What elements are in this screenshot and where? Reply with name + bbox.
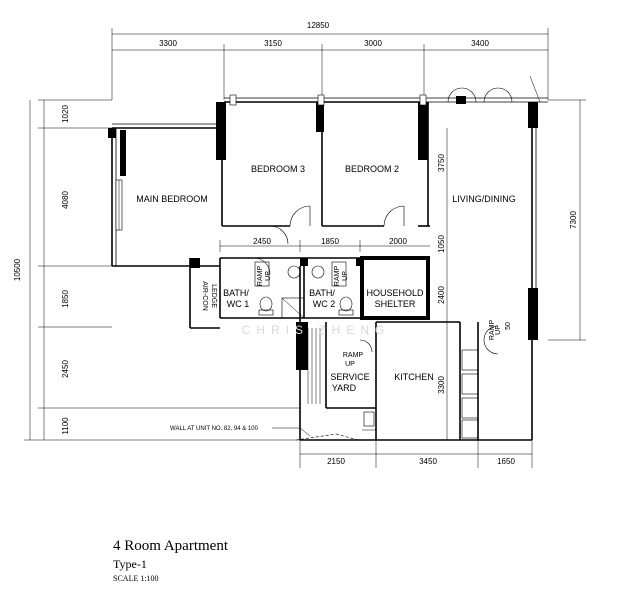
floor-plan: 12850 3300 3150 3000 3400 10500 1020 408…: [13, 21, 586, 468]
dim-top-total: 12850: [307, 21, 330, 30]
ramp2-up: UP: [342, 271, 349, 281]
right-dimensions: 7300: [548, 99, 586, 341]
service-yard-hatch: [295, 328, 359, 441]
dim-inner-h1: 3750: [437, 154, 446, 172]
dim-inner-h3: 2400: [437, 286, 446, 304]
wall-note: WALL AT UNIT NO. 82, 94 & 100: [170, 426, 259, 432]
inner-dimensions: 2450 1850 2000 3750 1050 2400 3300: [219, 128, 448, 440]
room-labels: MAIN BEDROOM BEDROOM 3 BEDROOM 2 LIVING/…: [136, 164, 516, 393]
ramp4-dim: 50: [505, 322, 512, 330]
watermark: CHRIS ZHENG: [242, 323, 391, 337]
bottom-dimensions: 2150 3450 1650: [299, 440, 533, 468]
dim-inner-3: 2000: [389, 237, 407, 246]
plan-title: 4 Room Apartment: [113, 538, 228, 554]
label-service-line1: SERVICE: [330, 372, 369, 382]
dim-inner-h4: 3300: [437, 376, 446, 394]
dim-bottom-2: 3450: [419, 457, 437, 466]
plan-type: Type-1: [113, 557, 147, 571]
ramp3-label: RAMP: [343, 352, 364, 359]
label-aircon-line2: LEDGE: [210, 284, 217, 308]
label-bedroom-2: BEDROOM 2: [345, 164, 399, 174]
label-bath2-line1: BATH/: [309, 288, 335, 298]
label-main-bedroom: MAIN BEDROOM: [136, 194, 208, 204]
title-block: 4 Room Apartment Type-1 SCALE 1:100: [113, 537, 413, 584]
dim-top-4: 3400: [471, 39, 489, 48]
label-kitchen: KITCHEN: [394, 372, 434, 382]
label-living-dining: LIVING/DINING: [452, 194, 516, 204]
ramp-labels: RAMP UP RAMP UP RAMP UP RAMP UP 50: [257, 266, 512, 368]
label-shelter-line1: HOUSEHOLD: [366, 288, 424, 298]
dim-left-3: 1850: [61, 290, 70, 308]
ramp4-label: RAMP: [489, 320, 496, 341]
dim-left-total: 10500: [13, 258, 22, 281]
wall-note-pointer: [272, 427, 311, 437]
label-aircon-line1: AIR-CON: [201, 281, 208, 311]
ramp2-label: RAMP: [334, 266, 341, 287]
ramp3-up: UP: [345, 361, 355, 368]
ramp1-up: UP: [265, 271, 272, 281]
kitchen-counters: [362, 349, 479, 439]
dim-left-2: 4080: [61, 191, 70, 209]
plan-scale: SCALE 1:100: [113, 574, 159, 583]
label-shelter-line2: SHELTER: [375, 299, 416, 309]
windows: [115, 94, 427, 231]
dim-top-3: 3000: [364, 39, 382, 48]
interior-doors: [253, 205, 499, 355]
dim-bottom-3: 1650: [497, 457, 515, 466]
dim-top-1: 3300: [159, 39, 177, 48]
balcony-sliding-doors: [447, 75, 541, 103]
structural-columns: [108, 96, 538, 370]
dim-inner-2: 1850: [321, 237, 339, 246]
label-bath2-line2: WC 2: [313, 299, 336, 309]
dim-top-2: 3150: [264, 39, 282, 48]
top-dimensions: 12850 3300 3150 3000 3400: [111, 21, 549, 100]
label-bath1-line2: WC 1: [227, 299, 250, 309]
dim-left-5: 1100: [61, 417, 70, 435]
dim-inner-h2: 1050: [437, 235, 446, 253]
dim-right-total: 7300: [569, 211, 578, 229]
label-bedroom-3: BEDROOM 3: [251, 164, 305, 174]
exterior-walls: [111, 97, 548, 441]
dim-left-4: 2450: [61, 360, 70, 378]
label-service-line2: YARD: [332, 383, 357, 393]
dim-inner-1: 2450: [253, 237, 271, 246]
bath-fixtures: [254, 261, 354, 319]
left-dimensions: 10500 1020 4080 1850 2450 1100: [13, 99, 300, 441]
dim-left-1: 1020: [61, 105, 70, 123]
ramp1-label: RAMP: [257, 266, 264, 287]
dim-bottom-1: 2150: [327, 457, 345, 466]
ramp4-up: UP: [495, 325, 502, 335]
label-bath1-line1: BATH/: [223, 288, 249, 298]
